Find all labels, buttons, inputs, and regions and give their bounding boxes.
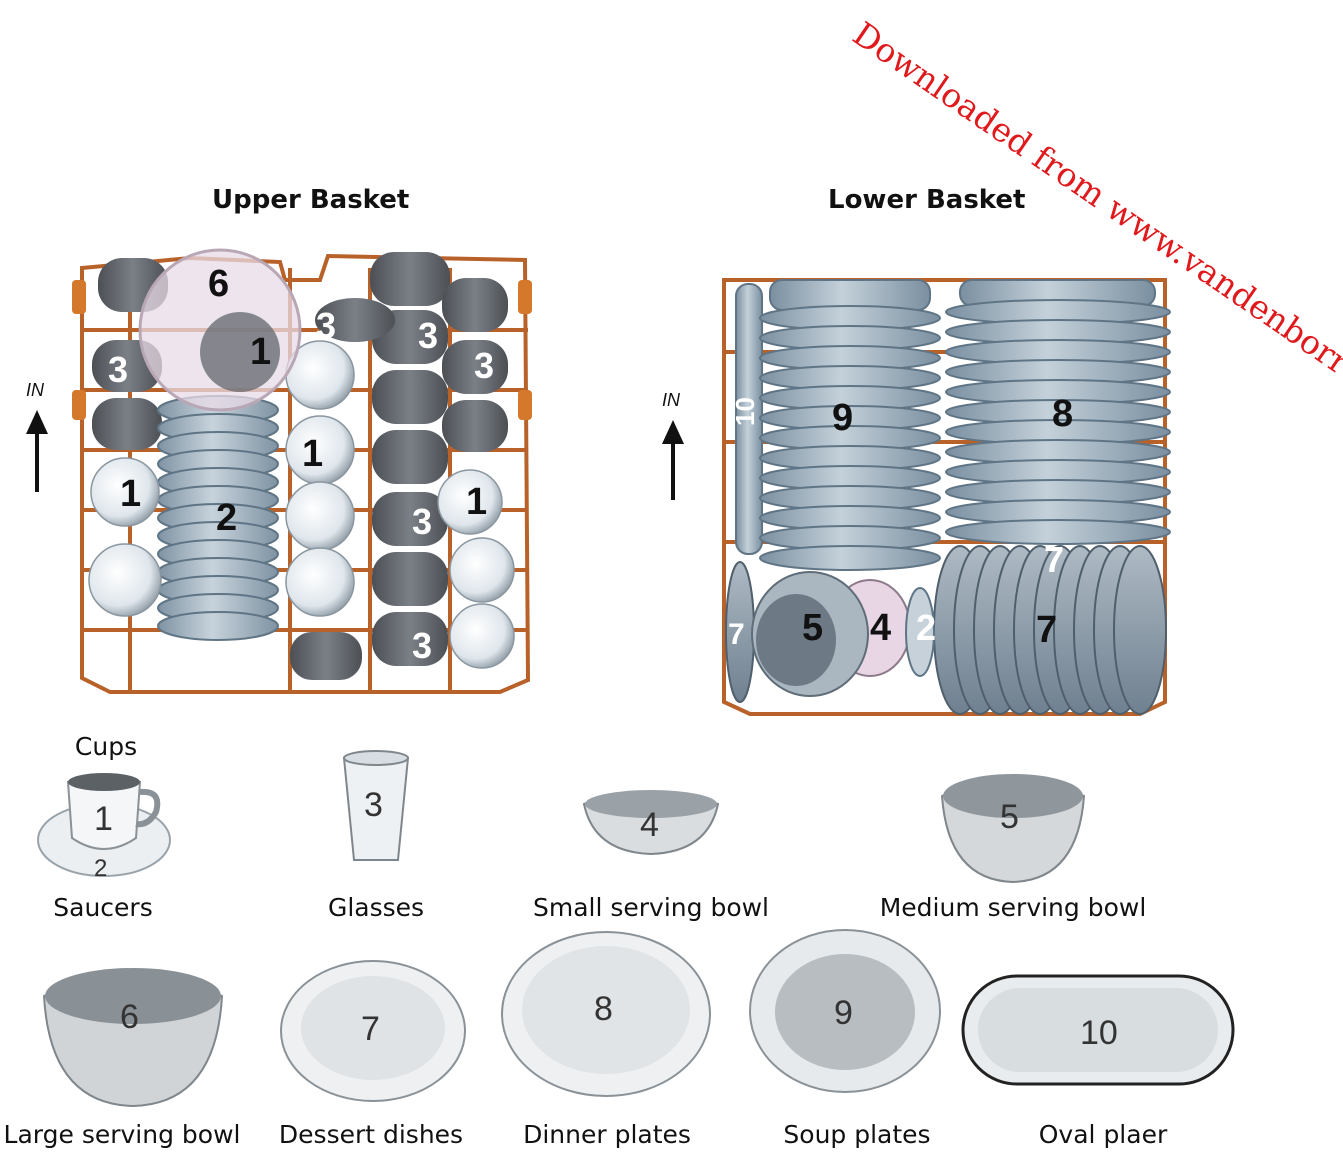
marker-soup-plates: 9 <box>832 397 853 439</box>
lower-in-arrow-icon <box>662 420 684 500</box>
soup-number: 9 <box>834 994 853 1032</box>
lower-basket-title: Lower Basket <box>828 185 1026 215</box>
upper-basket-diagram: 6 1 3 3 3 3 1 1 2 1 3 3 <box>72 248 532 694</box>
marker-dessert: 7 <box>1044 539 1064 580</box>
saucers-label: Saucers <box>53 893 153 922</box>
soup-label: Soup plates <box>783 1120 931 1149</box>
dinner-label: Dinner plates <box>523 1120 691 1149</box>
marker-cup: 1 <box>466 481 487 523</box>
marker-large-bowl: 6 <box>208 263 229 305</box>
marker-saucer: 2 <box>916 607 936 648</box>
glasses-label: Glasses <box>327 893 425 922</box>
marker-small-bowl: 4 <box>870 607 891 649</box>
medium-bowl-icon: 5 <box>940 774 1086 884</box>
marker-glass: 3 <box>412 501 432 542</box>
upper-in-label: IN <box>26 380 44 400</box>
cups-label: Cups <box>74 732 138 761</box>
marker-glass: 3 <box>474 345 494 386</box>
marker-glass: 3 <box>412 625 432 666</box>
cup-number: 1 <box>94 800 113 838</box>
dessert-number: 7 <box>361 1010 380 1048</box>
oval-label: Oval plaer <box>1038 1120 1168 1149</box>
glass-number: 3 <box>364 786 383 824</box>
lower-basket-diagram: 10 9 8 7 5 4 2 7 7 <box>722 278 1171 716</box>
large-bowl-icon: 6 <box>42 968 224 1108</box>
cup-and-saucer-icon: 1 2 <box>37 773 171 882</box>
marker-cup: 1 <box>250 331 271 373</box>
marker-dinner-plates: 8 <box>1052 393 1073 435</box>
oval-platter-icon: 10 <box>961 974 1235 1086</box>
marker-glass: 3 <box>316 305 336 346</box>
soup-plate-icon: 9 <box>749 929 941 1093</box>
marker-dessert: 7 <box>1036 609 1057 651</box>
upper-in-arrow-icon <box>26 410 48 492</box>
marker-saucer: 2 <box>216 497 237 539</box>
upper-basket-title: Upper Basket <box>212 185 410 215</box>
marker-cup: 1 <box>120 473 141 515</box>
marker-glass: 3 <box>108 349 128 390</box>
saucer-number: 2 <box>94 855 107 882</box>
large-bowl-number: 6 <box>120 998 139 1036</box>
small-bowl-label: Small serving bowl <box>532 893 770 922</box>
large-bowl-label: Large serving bowl <box>3 1120 241 1149</box>
marker-dessert: 7 <box>728 618 745 651</box>
small-bowl-number: 4 <box>640 806 659 844</box>
medium-bowl-number: 5 <box>1000 798 1019 836</box>
marker-glass: 3 <box>418 315 438 356</box>
oval-number: 10 <box>1080 1014 1118 1052</box>
dinner-plate-icon: 8 <box>501 931 711 1097</box>
glass-icon: 3 <box>342 750 410 861</box>
lower-in-label: IN <box>662 390 680 410</box>
dinner-number: 8 <box>594 990 613 1028</box>
marker-medium-bowl: 5 <box>802 607 823 649</box>
dessert-dish-icon: 7 <box>280 960 466 1102</box>
medium-bowl-label: Medium serving bowl <box>879 893 1147 922</box>
dessert-label: Dessert dishes <box>278 1120 464 1149</box>
marker-cup: 1 <box>302 433 323 475</box>
marker-oval-platter: 10 <box>730 397 760 426</box>
small-bowl-icon: 4 <box>582 790 720 856</box>
